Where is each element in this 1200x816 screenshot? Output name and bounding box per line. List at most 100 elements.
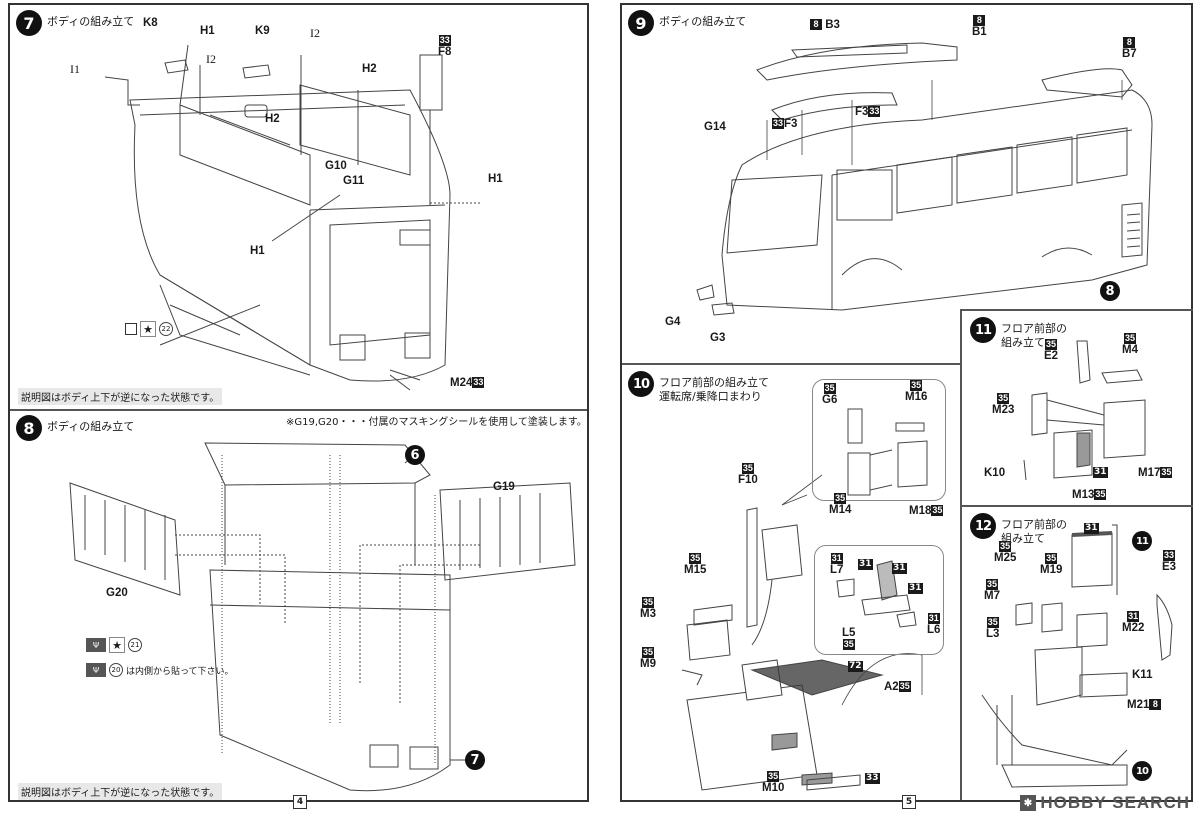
step8-body-drawing xyxy=(69,442,576,792)
section-divider xyxy=(960,309,1193,311)
panel-line-icon xyxy=(125,323,137,335)
decal-number: 22 xyxy=(159,322,173,336)
color-code: 33 xyxy=(472,377,485,389)
part-label-a2: A235 xyxy=(884,681,911,693)
color-code: 31 xyxy=(1093,467,1108,478)
step-number: 7 xyxy=(16,10,42,36)
decal-instruction: は内側から貼って下さい。 xyxy=(126,666,234,677)
step-7-header: 7 ボディの組み立て xyxy=(16,10,134,36)
step-number: 12 xyxy=(970,513,996,539)
step-title: フロア前部の組み立て 運転席/乗降口まわり xyxy=(659,376,769,403)
color-code: 35 xyxy=(986,617,999,628)
part-label-m18: M1835 xyxy=(909,505,944,517)
color-code: 35 xyxy=(985,579,998,590)
decal-callout-21: Ψ ★ 21 xyxy=(86,637,142,653)
part-label-k10: K10 xyxy=(984,467,1006,479)
color-code: 35 xyxy=(1123,333,1136,344)
part-label-f3: 33F3 xyxy=(772,118,798,130)
part-label-g10: G10 xyxy=(325,160,347,172)
part-label-h1: H1 xyxy=(488,173,503,185)
part-label-m17: M1735 xyxy=(1138,467,1173,479)
step-ref-8: 8 xyxy=(1100,281,1120,301)
step-10-header: 10 フロア前部の組み立て 運転席/乗降口まわり xyxy=(628,371,769,404)
color-code: 35 xyxy=(910,380,923,391)
color-code: 35 xyxy=(1045,339,1058,350)
decal-number: 21 xyxy=(128,638,142,652)
page-number: 4 xyxy=(293,795,307,809)
color-code: 8 xyxy=(973,15,986,26)
step-8-header: 8 ボディの組み立て xyxy=(16,415,134,441)
orientation-note: 説明図はボディ上下が逆になった状態です。 xyxy=(18,388,223,405)
part-label-k8: K8 xyxy=(143,17,158,29)
step-12-header: 12 フロア前部の 組み立て xyxy=(970,513,1067,546)
part-label-i2: I2 xyxy=(310,26,320,40)
step-title: ボディの組み立て xyxy=(47,420,135,433)
step12-drawing xyxy=(981,524,1173,788)
color-code: 35 xyxy=(997,393,1010,404)
part-label-m13: M1335 xyxy=(1072,489,1107,501)
part-label-g3: G3 xyxy=(710,332,726,344)
color-code: 35 xyxy=(834,493,847,504)
color-code: 35 xyxy=(931,505,944,517)
floor-color-code: 72 xyxy=(848,661,863,672)
decal-number: 20 xyxy=(109,663,123,677)
page-number: 5 xyxy=(902,795,916,809)
color-code: 31 xyxy=(908,583,923,594)
step-number: 10 xyxy=(628,371,654,397)
step-9-header: 9 ボディの組み立て xyxy=(628,10,746,36)
part-label-b1: 8 B1 xyxy=(972,15,987,38)
color-code: 8 xyxy=(1149,699,1162,711)
watermark: ✱ HOBBY SEARCH xyxy=(1020,793,1190,813)
page-5: 9 ボディの組み立て 8 B3 8 B1 8 B7 G14 33F3 F333 … xyxy=(620,3,1193,809)
decal-callout-22: ★ 22 xyxy=(125,321,173,337)
part-label-h1: H1 xyxy=(250,245,265,257)
part-label-m24: M2433 xyxy=(450,377,485,389)
section-divider xyxy=(960,309,962,800)
color-code: 35 xyxy=(741,463,754,474)
masking-note: ※G19,G20・・・付属のマスキングシールを使用して塗装します。 xyxy=(286,417,587,428)
part-label-h2: H2 xyxy=(265,113,280,125)
part-label-f3: F333 xyxy=(855,106,881,118)
decal-swatch-icon: Ψ xyxy=(86,663,106,677)
color-code: 31 xyxy=(927,613,940,624)
watermark-text: HOBBY SEARCH xyxy=(1040,793,1190,812)
color-code: 35 xyxy=(842,639,855,650)
step11-drawing xyxy=(1023,340,1146,481)
step-number: 8 xyxy=(16,415,42,441)
step-ref-10: 10 xyxy=(1132,761,1152,781)
color-code: 31 xyxy=(892,563,907,574)
color-code: 33 xyxy=(438,35,451,46)
part-label-i2: I2 xyxy=(206,52,216,66)
part-label-g20: G20 xyxy=(106,587,128,599)
inset-driver-seat xyxy=(814,545,944,655)
color-code: 33 xyxy=(772,118,785,130)
color-code: 8 xyxy=(810,19,822,31)
part-label-b7: 8 B7 xyxy=(1122,37,1137,60)
part-label-k9: K9 xyxy=(255,25,270,37)
decal-swatch-icon: Ψ xyxy=(86,638,106,652)
section-divider xyxy=(622,363,960,365)
color-code: 35 xyxy=(689,553,702,564)
color-code: 35 xyxy=(898,681,911,693)
step-title: ボディの組み立て xyxy=(47,15,135,28)
color-code: 31 xyxy=(858,559,873,570)
color-code: 31 xyxy=(1127,611,1140,622)
color-code: 31 xyxy=(830,553,843,564)
color-code: 35 xyxy=(641,647,654,658)
